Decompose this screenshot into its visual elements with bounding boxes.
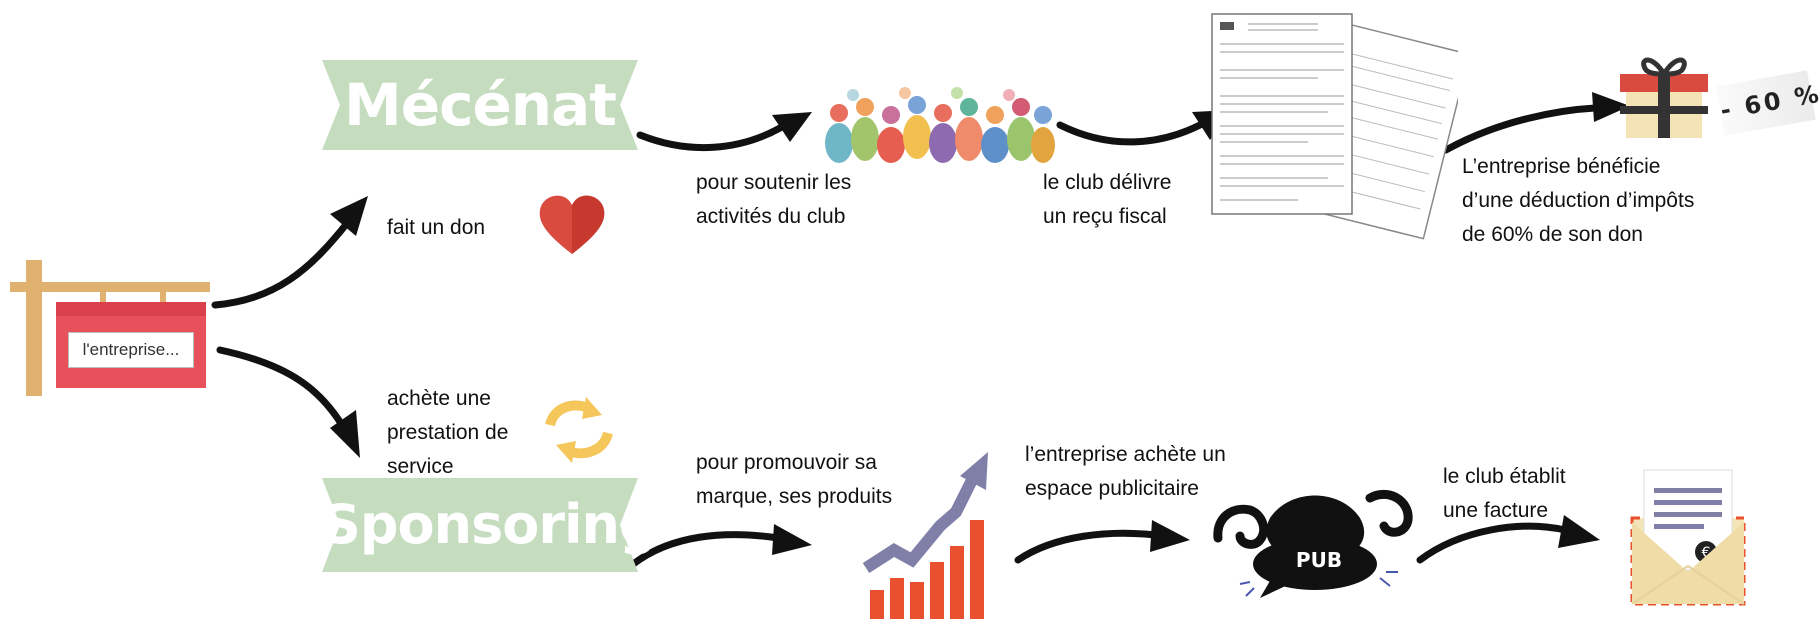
svg-text:€: € (1702, 545, 1711, 561)
arrow-chart-pub (1014, 529, 1159, 564)
deduction-line-3: de 60% de son don (1462, 223, 1643, 246)
arrow-sponsoring-chart-head (772, 524, 812, 555)
facture-line-1: le club établit (1443, 465, 1566, 488)
deduction-text: L’entreprise bénéficie d’une déduction d… (1462, 150, 1694, 252)
arrow-receipt-gift (1442, 104, 1599, 154)
arrow-chart-pub-head (1150, 520, 1190, 552)
recu-line-2: un reçu fiscal (1043, 205, 1167, 228)
crowd-icon (825, 85, 1055, 163)
pub-label: PUB (1295, 548, 1343, 572)
deduction-line-1: L’entreprise bénéficie (1462, 155, 1661, 178)
prestation-line-1: achète une (387, 387, 491, 410)
cycle-arrows-icon (530, 395, 626, 465)
prestation-line-2: prestation de (387, 421, 509, 444)
promouvoir-text: pour promouvoir sa marque, ses produits (696, 446, 892, 514)
facture-text: le club établit une facture (1443, 460, 1566, 528)
promouvoir-line-1: pour promouvoir sa (696, 451, 877, 474)
recu-line-1: le club délivre (1043, 171, 1172, 194)
soutenir-line-2: activités du club (696, 205, 846, 228)
deduction-line-2: d’une déduction d’impôts (1462, 189, 1695, 212)
tax-receipt-icon (1208, 10, 1471, 242)
heart-icon (536, 192, 608, 258)
megaphone-pub-icon (1210, 478, 1420, 603)
arrow-pub-envelope (1416, 522, 1569, 564)
prestation-text: achète une prestation de service (387, 382, 508, 484)
espace-line-1: l’entreprise achète un (1025, 443, 1226, 466)
sign-icon (0, 258, 220, 398)
arrow-pub-envelope-head (1558, 515, 1600, 548)
arrow-sponsoring-chart (628, 531, 782, 569)
gift-icon (1618, 50, 1710, 142)
mecenat-title: Mécénat (344, 71, 617, 139)
recu-text: le club délivre un reçu fiscal (1043, 166, 1171, 234)
arrow-to-mecenat-head (330, 196, 368, 236)
arrow-crowd-receipt (1056, 121, 1204, 146)
sponsoring-title: Sponsoring (322, 493, 658, 556)
don-text: fait un don (387, 216, 486, 239)
promouvoir-line-2: marque, ses produits (696, 485, 893, 508)
mecenat-banner: Mécénat (322, 60, 638, 150)
growth-chart-icon (860, 450, 990, 619)
sign-label: l'entreprise... (68, 332, 194, 368)
prestation-line-3: service (387, 455, 454, 478)
espace-text: l’entreprise achète un espace publicitai… (1025, 438, 1226, 506)
invoice-envelope-icon: € (1628, 466, 1748, 608)
soutenir-line-1: pour soutenir les (696, 171, 852, 194)
arrow-to-sponsoring-head (330, 410, 360, 458)
facture-line-2: une facture (1443, 499, 1549, 522)
arrow-mecenat-crowd-head (772, 112, 812, 142)
soutenir-text: pour soutenir les activités du club (696, 166, 851, 234)
arrow-to-sponsoring (216, 346, 346, 429)
arrow-to-mecenat (211, 218, 352, 309)
arrow-mecenat-crowd (636, 124, 784, 152)
espace-line-2: espace publicitaire (1025, 477, 1199, 500)
arrow-receipt-gift-head (1592, 92, 1630, 122)
sponsoring-banner: Sponsoring (322, 478, 658, 572)
